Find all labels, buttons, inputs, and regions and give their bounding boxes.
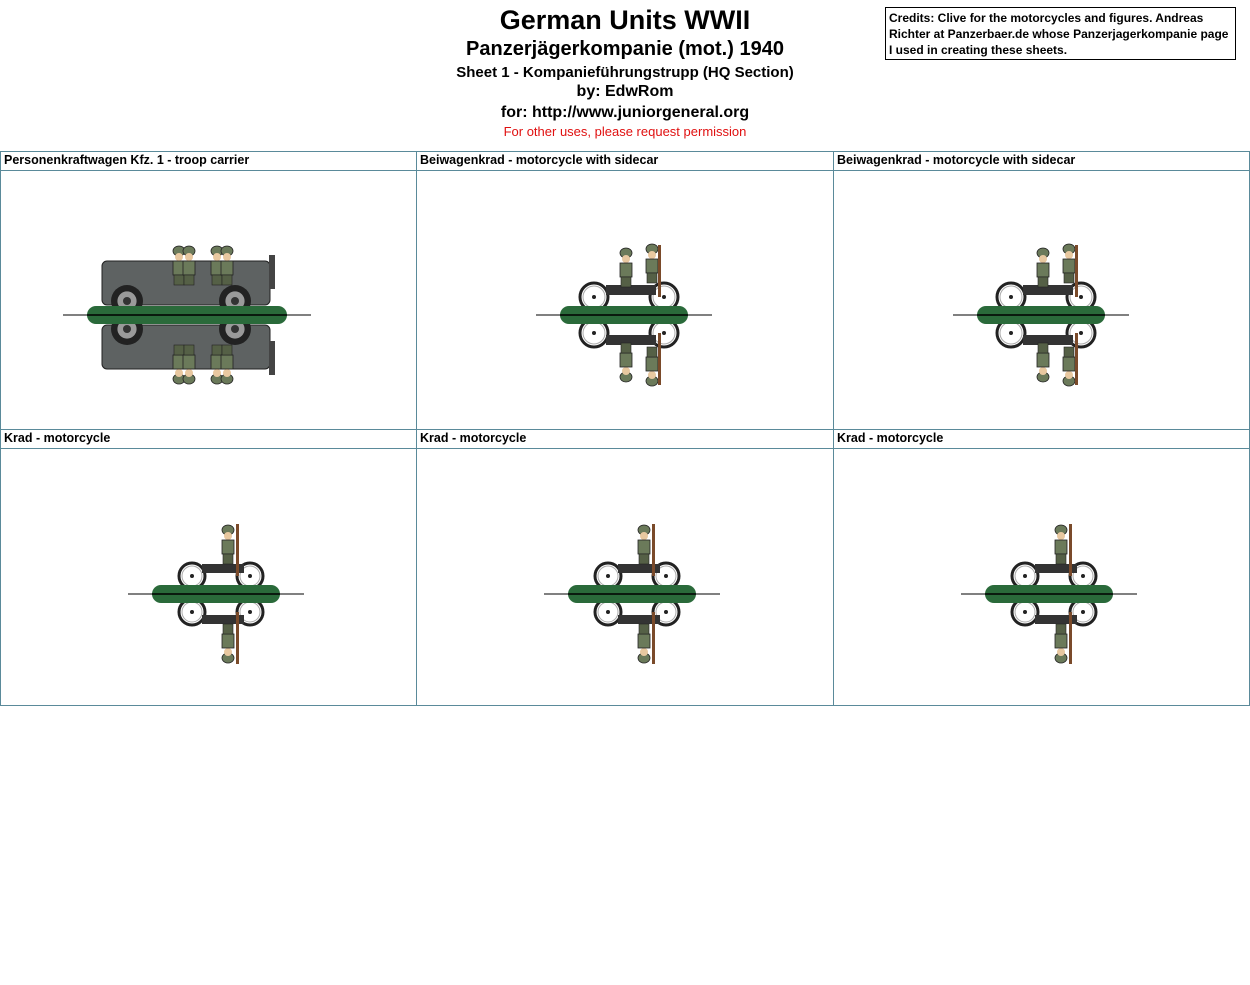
car-top-figure <box>101 245 275 317</box>
sidecar-counter-art <box>953 243 1129 387</box>
sidecar-mirror-figure <box>995 317 1097 387</box>
sidecar-counter-art <box>536 243 712 387</box>
moto-top-figure <box>1010 524 1098 591</box>
permission-note: For other uses, please request permissio… <box>503 124 747 139</box>
sidecar-top-figure <box>578 243 680 313</box>
moto-top-figure <box>593 524 681 591</box>
moto-mirror-figure <box>593 597 681 664</box>
unit-cell-moto-1 <box>0 448 417 706</box>
website-line: for: http://www.juniorgeneral.org <box>500 104 750 121</box>
sidecar-top-figure <box>995 243 1097 313</box>
unit-cell-moto-2 <box>416 448 834 706</box>
cell-label-2: Beiwagenkrad - motorcycle with sidecar <box>416 151 834 171</box>
moto-top-figure <box>177 524 265 591</box>
sheet-number: Sheet 1 - Kompanieführungstrupp (HQ Sect… <box>456 64 794 81</box>
unit-cell-moto-3 <box>833 448 1250 706</box>
unit-cell-sidecar-1 <box>416 170 834 430</box>
sheet-subtitle: Panzerjägerkompanie (mot.) 1940 <box>466 38 784 60</box>
moto-counter-art <box>961 524 1137 664</box>
unit-cell-car <box>0 170 417 430</box>
cell-label-6: Krad - motorcycle <box>833 429 1250 449</box>
sheet-title: German Units WWII <box>499 5 751 35</box>
unit-cell-sidecar-2 <box>833 170 1250 430</box>
moto-counter-art <box>128 524 304 664</box>
sidecar-mirror-figure <box>578 317 680 387</box>
cell-label-1: Personenkraftwagen Kfz. 1 - troop carrie… <box>0 151 417 171</box>
moto-counter-art <box>544 524 720 664</box>
moto-mirror-figure <box>177 597 265 664</box>
cell-label-4: Krad - motorcycle <box>0 429 417 449</box>
moto-mirror-figure <box>1010 597 1098 664</box>
cell-label-5: Krad - motorcycle <box>416 429 834 449</box>
cell-label-3: Beiwagenkrad - motorcycle with sidecar <box>833 151 1250 171</box>
author-line: by: EdwRom <box>576 83 674 100</box>
credits-box: Credits: Clive for the motorcycles and f… <box>885 7 1236 60</box>
car-counter-art <box>63 245 311 385</box>
unit-grid: Personenkraftwagen Kfz. 1 - troop carrie… <box>0 151 1250 706</box>
